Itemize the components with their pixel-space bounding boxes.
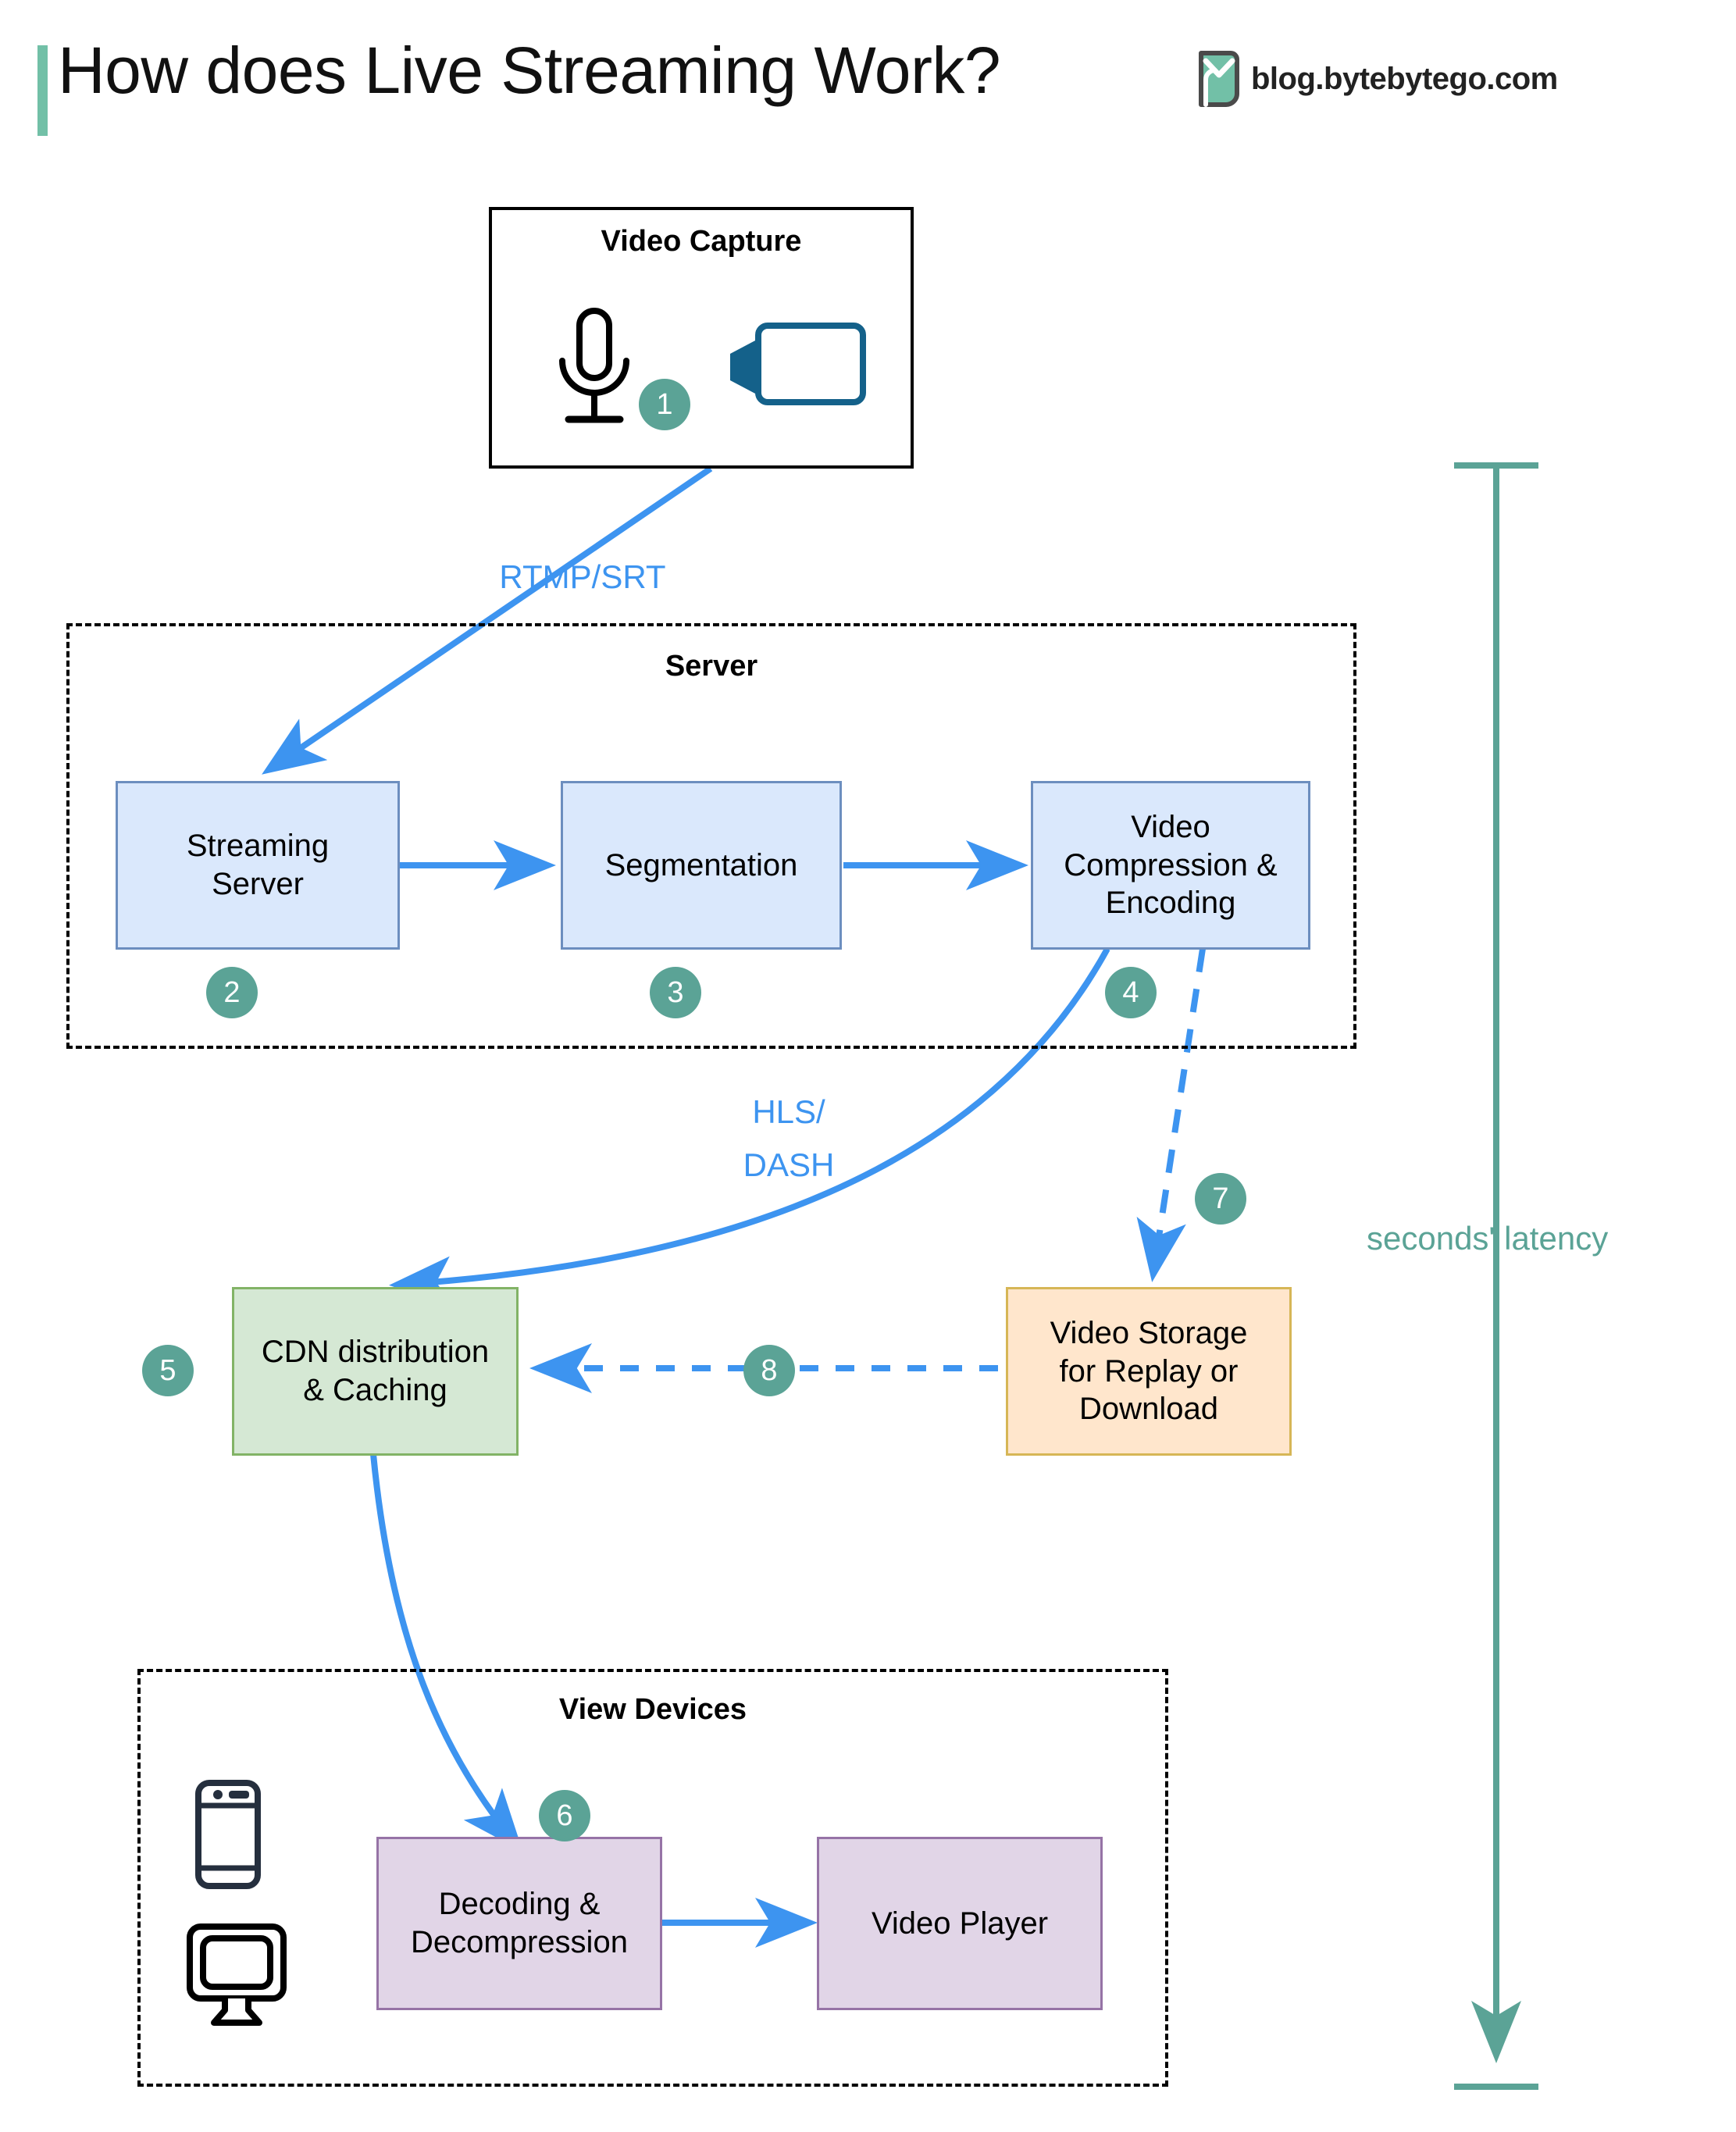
group-server — [66, 623, 1356, 1049]
title-accent-bar — [37, 45, 48, 136]
page-header: How does Live Streaming Work? blog.byteb… — [0, 0, 1736, 148]
group-video-capture — [489, 207, 914, 469]
node-streaming-server-label: Streaming Server — [186, 829, 330, 901]
node-cdn-label: CDN distribution & Caching — [261, 1335, 490, 1407]
node-video-compression[interactable]: Video Compression & Encoding — [1031, 781, 1310, 950]
badge-3: 3 — [650, 967, 701, 1018]
microphone-icon — [547, 305, 642, 430]
node-segmentation[interactable]: Segmentation — [561, 781, 842, 950]
edge-capture-to-streaming — [262, 465, 713, 775]
desktop-monitor-icon — [186, 1923, 287, 2030]
badge-1: 1 — [639, 379, 690, 430]
badge-4: 4 — [1105, 967, 1157, 1018]
node-video-storage-label: Video Storage for Replay or Download — [1050, 1315, 1248, 1427]
badge-8: 8 — [743, 1345, 795, 1396]
node-video-storage[interactable]: Video Storage for Replay or Download — [1006, 1287, 1292, 1456]
page-title: How does Live Streaming Work? — [58, 34, 1001, 107]
node-cdn[interactable]: CDN distribution & Caching — [232, 1287, 519, 1456]
group-video-capture-label: Video Capture — [601, 225, 802, 258]
group-view-devices — [137, 1669, 1168, 2087]
brand-url: blog.bytebytego.com — [1251, 61, 1558, 96]
badge-6: 6 — [539, 1790, 590, 1841]
mobile-phone-icon — [194, 1779, 262, 1890]
badge-2: 2 — [206, 967, 258, 1018]
node-decoding-label: Decoding & Decompression — [411, 1887, 628, 1959]
badge-5: 5 — [142, 1345, 194, 1396]
node-streaming-server[interactable]: Streaming Server — [116, 781, 400, 950]
latency-annotation: seconds' latency — [1367, 1220, 1609, 1257]
edge-cdn-to-decoding — [370, 1453, 523, 1852]
edge-label-hls-line1: HLS/ — [752, 1093, 825, 1130]
node-video-player-label: Video Player — [871, 1906, 1049, 1941]
edge-label-hls-line2: DASH — [743, 1146, 835, 1183]
edge-compression-to-cdn — [389, 947, 1110, 1307]
badge-7: 7 — [1195, 1173, 1246, 1225]
group-server-label: Server — [665, 650, 758, 683]
bytebytego-logo-icon — [1199, 51, 1239, 107]
node-video-compression-label: Video Compression & Encoding — [1064, 809, 1278, 921]
brand-watermark: blog.bytebytego.com — [1195, 48, 1558, 109]
group-view-devices-label: View Devices — [558, 1693, 747, 1726]
video-camera-icon — [722, 316, 871, 412]
node-video-player[interactable]: Video Player — [817, 1837, 1103, 2010]
node-segmentation-label: Segmentation — [604, 847, 798, 882]
node-decoding[interactable]: Decoding & Decompression — [376, 1837, 662, 2010]
edge-compression-to-storage — [1136, 948, 1206, 1282]
edge-label-rtmp-srt: RTMP/SRT — [499, 558, 666, 595]
